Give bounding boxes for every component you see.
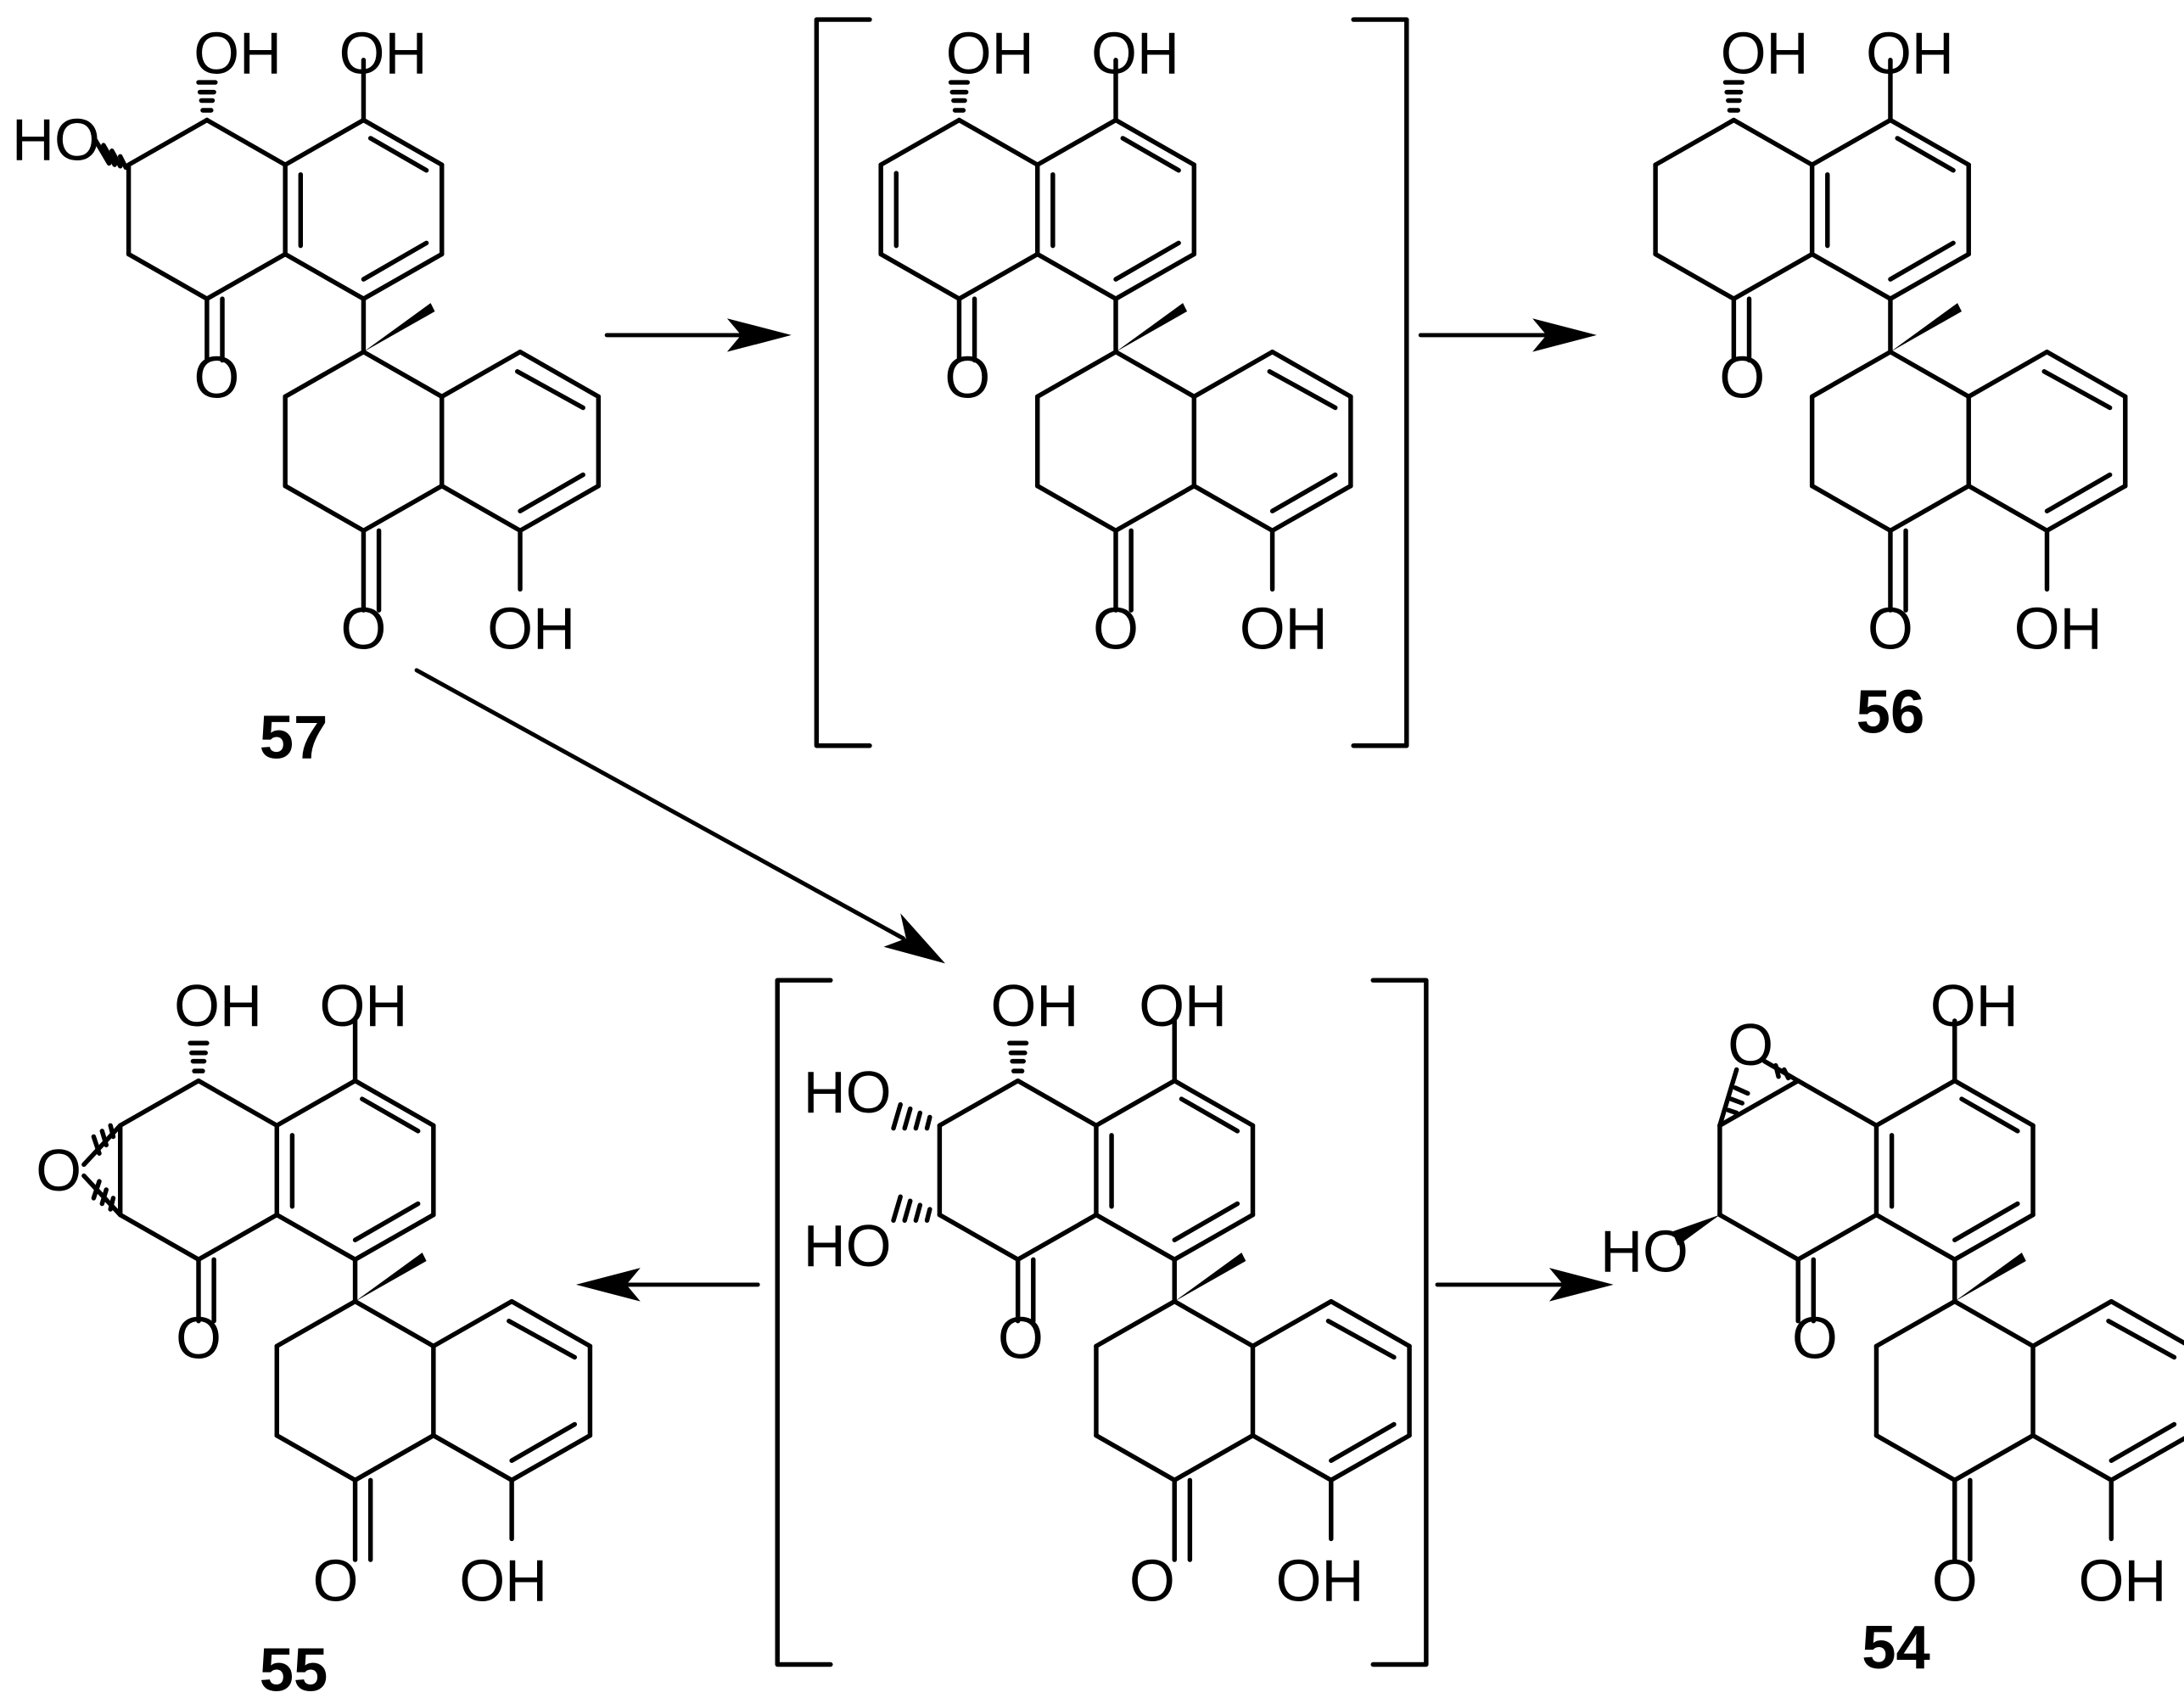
stereo-hash-bond: [1726, 1062, 1791, 1116]
atom-label-o: O: [313, 1548, 359, 1614]
stereo-hash-bond: [948, 80, 971, 113]
arrow-intermediate-2-to-54: [1435, 1268, 1614, 1302]
atom-label-oh: OH: [174, 972, 262, 1039]
compound-54-structure: [1672, 1021, 2184, 1560]
atom-label-oh: OH: [2079, 1548, 2167, 1614]
right-bracket: [1370, 978, 1429, 1667]
atom-label-oh: OH: [459, 1548, 547, 1614]
atom-label-o: O: [1093, 596, 1139, 662]
atom-label-o: O: [341, 596, 387, 662]
arrow-57-to-intermediate-2: [414, 668, 945, 964]
epoxide-oxygen: O: [1728, 1012, 1773, 1078]
compound-label: 57: [260, 703, 328, 771]
stereo-hash-bond: [188, 1040, 210, 1073]
atom-label-oh: OH: [991, 972, 1079, 1039]
atom-label-o: O: [1719, 344, 1765, 410]
intermediate-1-structure: [878, 60, 1351, 610]
epoxide-oxygen: O: [36, 1137, 81, 1203]
stereo-hash-bond: [891, 1101, 932, 1131]
atom-label-oh: OH: [1276, 1548, 1364, 1614]
atom-label-oh: OH: [1139, 972, 1227, 1039]
atom-label-oh: OH: [946, 20, 1034, 87]
atom-label-o: O: [1129, 1548, 1175, 1614]
right-bracket: [1351, 17, 1409, 748]
atom-label-oh: OH: [320, 972, 408, 1039]
atom-label-oh: OH: [487, 596, 575, 662]
atom-label-ho: HO: [804, 1059, 892, 1125]
compound-label: 54: [1862, 1613, 1930, 1682]
atom-label-o: O: [1932, 1548, 1978, 1614]
stereo-hash-bond: [92, 137, 129, 171]
arrow-intermediate-1-to-56: [1418, 318, 1597, 352]
atom-label-oh: OH: [2014, 596, 2103, 662]
atom-label-o: O: [944, 344, 990, 410]
arrow-intermediate-2-to-55: [575, 1268, 760, 1302]
compound-56-structure: [1653, 60, 2125, 610]
atom-label-o: O: [194, 344, 240, 410]
atom-label-o: O: [1792, 1304, 1838, 1370]
atom-label-oh: OH: [1091, 20, 1179, 87]
atom-label-oh: OH: [1930, 972, 2019, 1039]
atom-label-o: O: [998, 1304, 1044, 1370]
stereo-hash-bond: [891, 1194, 932, 1223]
compound-57-structure: [92, 60, 598, 610]
atom-label-oh: OH: [1866, 20, 1954, 87]
stereo-hash-bond: [91, 1123, 116, 1212]
atom-label-o: O: [176, 1304, 221, 1370]
stereo-hash-bond: [1007, 1040, 1029, 1073]
atom-label-oh: OH: [339, 20, 428, 87]
atom-label-oh: OH: [1721, 20, 1809, 87]
atom-label-ho: HO: [1600, 1218, 1688, 1284]
stereo-hash-bond: [196, 80, 218, 123]
compound-label: 55: [260, 1636, 328, 1698]
intermediate-2-structure: [891, 1021, 1409, 1560]
atom-label-o: O: [1868, 596, 1913, 662]
compound-label: 56: [1856, 678, 1925, 747]
stereo-hash-bond: [1722, 80, 1744, 113]
arrow-57-to-intermediate-1: [604, 318, 792, 352]
atom-label-oh: OH: [1240, 596, 1328, 662]
atom-label-ho: HO: [804, 1213, 892, 1279]
compound-55-structure: [81, 1021, 591, 1560]
left-bracket: [814, 17, 872, 748]
atom-label-ho: HO: [12, 107, 100, 173]
left-bracket: [775, 978, 833, 1667]
atom-label-oh: OH: [193, 20, 282, 87]
